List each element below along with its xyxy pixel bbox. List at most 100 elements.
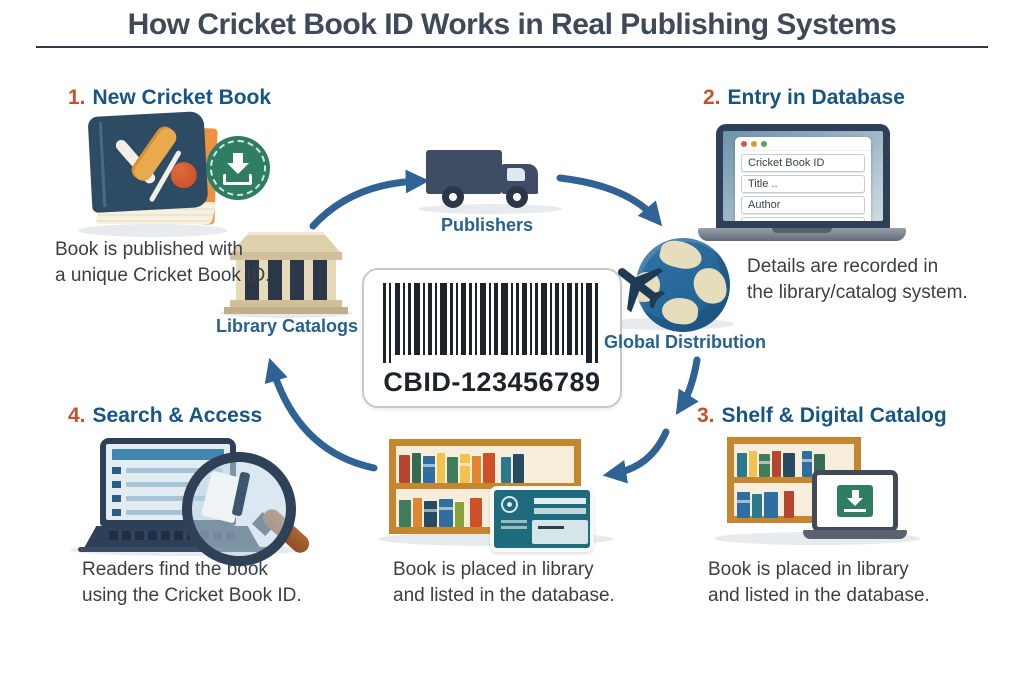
form-field-author: Author [741, 196, 865, 214]
step4-caption-line2: using the Cricket Book ID. [82, 585, 302, 607]
card-panel [532, 520, 588, 544]
card-bar [534, 498, 586, 504]
book-spine [814, 454, 825, 477]
badge-dashed-ring [210, 140, 266, 196]
download-tile-icon [837, 485, 873, 517]
arrow-library-to-publishers [309, 169, 430, 230]
download-arrow-icon [222, 151, 254, 185]
step2-number: 2. [703, 86, 721, 109]
book-spine [437, 453, 445, 483]
book-spine [470, 498, 482, 527]
plane-icon [618, 268, 666, 313]
form-field-year: Year [741, 217, 865, 221]
book-spine [455, 502, 464, 527]
form-field-title: Title .. [741, 175, 865, 193]
truck-wheel [442, 186, 464, 208]
book-spine [447, 457, 458, 483]
step2-caption-line1: Details are recorded in [747, 256, 939, 277]
barcode-text: CBID-123456789 [383, 367, 601, 397]
library-emblem-icon [501, 496, 518, 513]
book-spine [749, 451, 757, 477]
laptop-notch [772, 228, 832, 233]
search-result-row [112, 481, 224, 488]
window-dot-red [741, 140, 747, 147]
title-divider [36, 46, 988, 48]
building-columns [236, 260, 336, 300]
step4-caption: Readers find the book using the Cricket … [82, 557, 302, 609]
shelf-top-row [737, 449, 851, 477]
result-bullet [112, 509, 121, 516]
book-spine [413, 498, 422, 527]
book-spine [399, 500, 411, 527]
window-dot-green [761, 140, 767, 147]
step1-caption: Book is published with a unique Cricket … [55, 237, 270, 289]
bookshelf-top-row [399, 450, 571, 483]
step1-caption-line2: a unique Cricket Book ID. [55, 265, 271, 287]
search-results-header [112, 449, 224, 460]
book-spine [772, 451, 781, 477]
globe-icon [618, 238, 738, 334]
arrow-globe-to-shelf [675, 356, 701, 415]
search-result-row [112, 509, 224, 516]
building-step [224, 307, 348, 314]
search-result-row [112, 467, 224, 474]
shelf-bottom-row [737, 488, 851, 518]
download-tray [223, 174, 252, 185]
download-arrow-head [227, 163, 249, 174]
book-spine [802, 451, 812, 477]
step2-title: Entry in Database [727, 86, 905, 109]
result-bullet [112, 495, 121, 502]
laptop-base [803, 530, 907, 539]
truck-window [507, 168, 525, 181]
catalog-laptop-icon [812, 470, 898, 532]
book-spine [764, 492, 778, 518]
step3-title: Shelf & Digital Catalog [721, 404, 947, 427]
book-spine [737, 453, 747, 477]
bookshelf-caption-line2: and listed in the database. [393, 585, 615, 607]
barcode-label: CBID-123456789 [362, 268, 622, 408]
globe-landmass [691, 265, 729, 307]
global-distribution-label: Global Distribution [604, 332, 766, 352]
bookshelf-bottom-row [399, 494, 571, 527]
cricket-ball-icon [170, 161, 198, 189]
download-underline [844, 509, 866, 512]
book-spine [412, 453, 421, 483]
card-panel-line [538, 526, 564, 529]
step1-title: New Cricket Book [92, 86, 272, 109]
book-spine [424, 501, 437, 527]
download-arrow-shaft [851, 490, 859, 498]
step4-caption-line1: Readers find the book [82, 559, 268, 580]
laptop-screen [817, 475, 893, 527]
book-spine [737, 492, 750, 518]
step1-caption-line1: Book is published with [55, 239, 243, 260]
book-spine [439, 499, 453, 527]
database-laptop-icon: Cricket Book ID Title .. Author Year [716, 124, 890, 228]
building-column [267, 260, 282, 300]
book-spine [98, 121, 107, 208]
download-arrow-head [847, 498, 863, 506]
step2-caption-line2: the library/catalog system. [747, 282, 968, 304]
book-spine [501, 457, 511, 483]
step1-number: 1. [68, 86, 86, 109]
book-shadow [78, 224, 228, 237]
building-base [230, 300, 342, 307]
search-result-row [112, 495, 224, 502]
book-spine [472, 456, 481, 483]
building-column [244, 260, 259, 300]
step3-caption-line2: and listed in the database. [708, 585, 930, 607]
result-line [126, 496, 216, 501]
building-pediment [232, 232, 340, 252]
truck-wheel-hub [449, 193, 457, 201]
arrow-shelf-to-bookshelf [602, 428, 670, 484]
book-spine [423, 456, 435, 483]
bookshelf-caption-line1: Book is placed in library [393, 559, 594, 580]
result-line [126, 482, 200, 487]
book-front-cover [87, 111, 209, 213]
download-arrow-shaft [233, 153, 243, 164]
step3-heading: 3.Shelf & Digital Catalog [697, 404, 947, 428]
bookshelf-caption: Book is placed in library and listed in … [393, 557, 615, 609]
laptop-base-lip [78, 547, 268, 552]
step3-caption-line1: Book is placed in library [708, 559, 909, 580]
arrow-publishers-to-globe [556, 174, 663, 227]
step4-number: 4. [68, 404, 86, 427]
